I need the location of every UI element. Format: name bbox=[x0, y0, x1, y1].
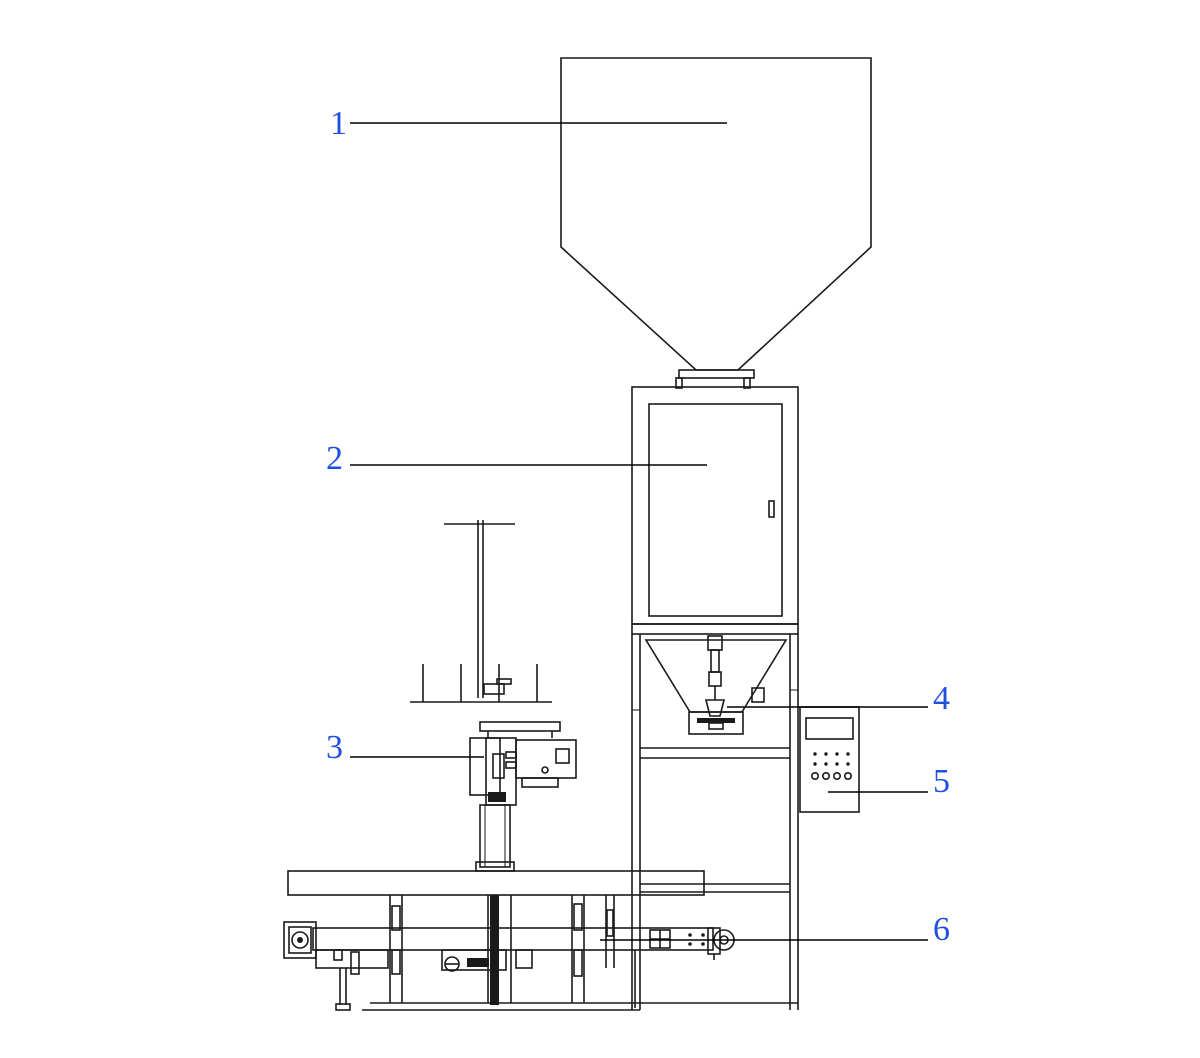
bag-clamp-funnel bbox=[644, 635, 788, 735]
callout-3: 3 bbox=[326, 729, 343, 766]
callout-2: 2 bbox=[326, 440, 343, 477]
work-table bbox=[287, 870, 705, 1011]
keypad-dots bbox=[813, 752, 850, 766]
storage-hopper bbox=[560, 57, 872, 389]
control-buttons bbox=[810, 771, 852, 780]
conveyor bbox=[283, 921, 735, 1011]
callout-6: 6 bbox=[933, 911, 950, 948]
sewing-machine bbox=[410, 520, 577, 872]
frame-tower bbox=[631, 623, 799, 1010]
callout-5: 5 bbox=[933, 763, 950, 800]
leader-lines bbox=[350, 122, 928, 941]
callout-1: 1 bbox=[330, 105, 347, 142]
callout-labels: 1 2 3 4 5 6 bbox=[326, 105, 950, 948]
weighing-cabinet bbox=[631, 386, 799, 625]
callout-4: 4 bbox=[933, 680, 950, 717]
control-panel bbox=[799, 706, 860, 813]
